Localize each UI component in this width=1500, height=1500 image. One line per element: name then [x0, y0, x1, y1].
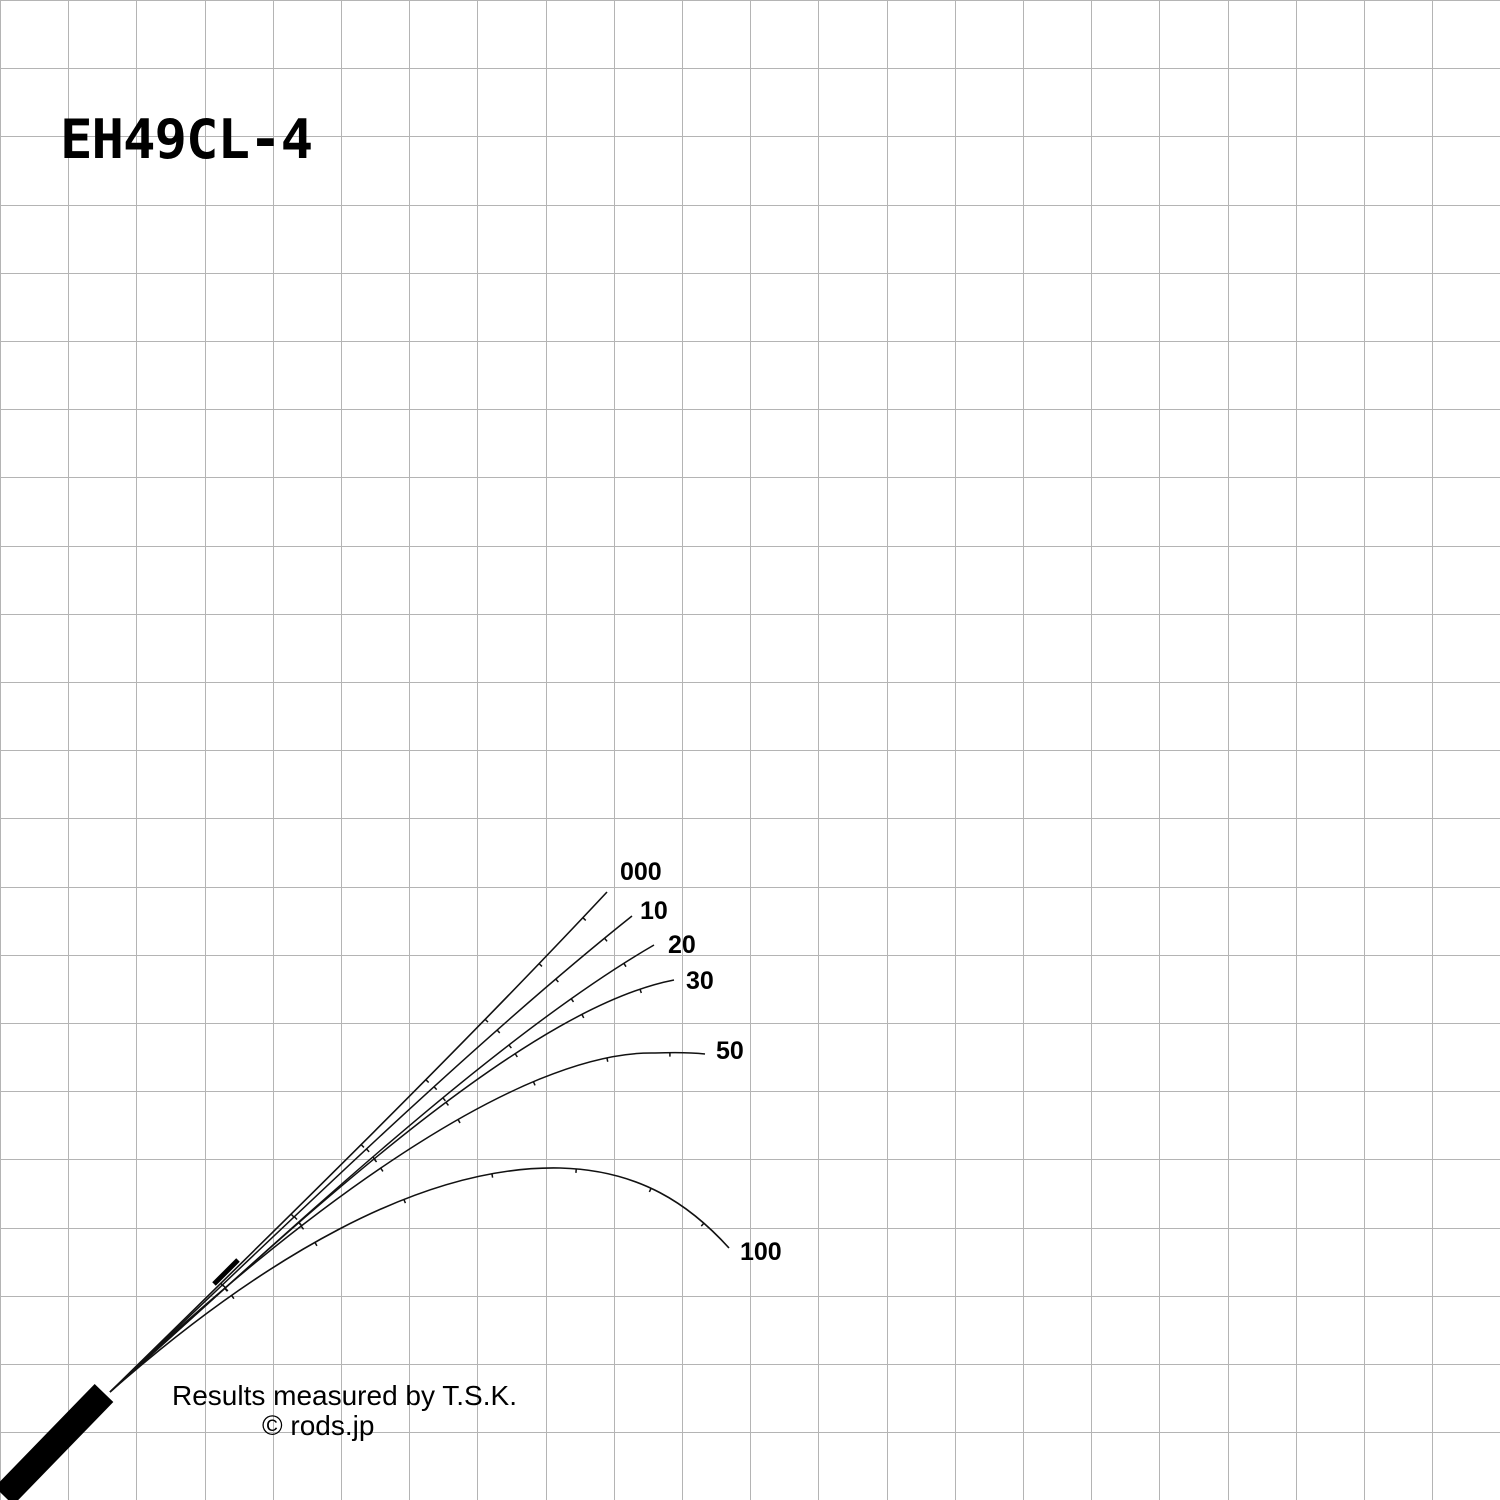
rod-guide	[224, 1287, 228, 1292]
rod-guide	[538, 963, 543, 967]
rod-guide	[230, 1294, 235, 1300]
rod-guide	[433, 1086, 438, 1091]
measured-by-text: Results measured by T.S.K.	[172, 1380, 517, 1411]
rod-guides	[220, 917, 705, 1300]
rod-guide	[403, 1199, 407, 1204]
rod-guide	[581, 1014, 585, 1019]
rod-guide	[457, 1119, 461, 1124]
rod-guide	[639, 988, 643, 994]
rod-guide	[484, 1018, 489, 1023]
rod-guide	[298, 1222, 302, 1227]
rod-guide	[445, 1101, 449, 1106]
rod-curve-50	[109, 1051, 706, 1393]
rod-guide	[555, 978, 559, 983]
model-title: EH49CL-4	[60, 108, 313, 171]
rod-guide	[623, 962, 627, 968]
rod-butt	[0, 1258, 240, 1500]
rod-curve-30	[109, 979, 675, 1393]
rod-guide	[365, 1148, 370, 1153]
rod-guide	[380, 1167, 384, 1172]
rod-guide	[582, 917, 587, 921]
rod-guide	[373, 1158, 378, 1163]
rod-guide	[496, 1029, 501, 1034]
rod-guide	[491, 1173, 494, 1178]
rod-guide	[514, 1053, 518, 1058]
rod-guide	[700, 1222, 705, 1227]
curve-label-10: 10	[640, 897, 668, 925]
rod-guide	[360, 1144, 365, 1148]
rod-guide	[648, 1187, 652, 1193]
rod-guide	[603, 937, 608, 942]
rod-guide	[532, 1081, 536, 1086]
copyright-text: © rods.jp	[262, 1410, 375, 1441]
curve-label-50: 50	[716, 1037, 744, 1065]
rod-guide	[300, 1225, 305, 1230]
curve-label-20: 20	[668, 931, 696, 959]
rod-guide	[425, 1079, 430, 1084]
rod-guide	[314, 1241, 318, 1247]
rod-guide	[293, 1216, 298, 1221]
rod-guide	[442, 1097, 446, 1102]
rod-curve-100	[109, 1167, 730, 1393]
rod-guide	[290, 1213, 295, 1218]
rod-curve-10	[109, 915, 633, 1393]
rod-reel-seat	[212, 1258, 240, 1286]
rod-guide	[508, 1044, 512, 1049]
rod-guide	[570, 998, 575, 1003]
rod-curves	[109, 891, 730, 1393]
rod-curve-000	[109, 891, 608, 1393]
rod-handle	[0, 1383, 114, 1500]
rod-guide	[221, 1284, 226, 1289]
rod-guide	[606, 1057, 609, 1062]
curve-label-100: 100	[740, 1238, 782, 1266]
curve-label-000: 000	[620, 858, 662, 886]
curve-label-30: 30	[686, 967, 714, 995]
